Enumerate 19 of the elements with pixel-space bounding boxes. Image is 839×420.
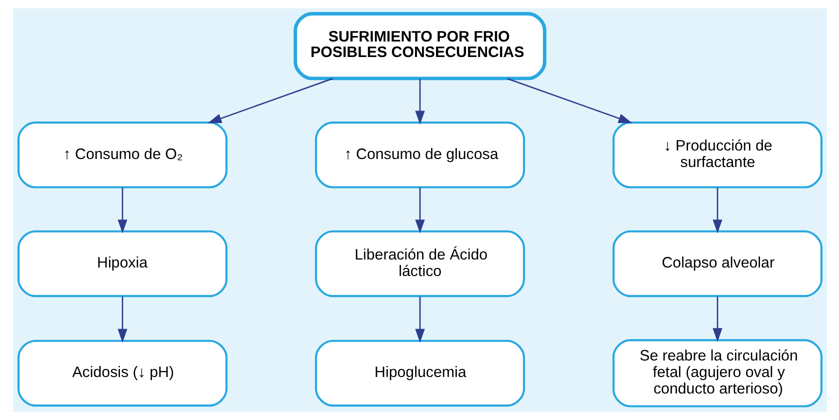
arrow xyxy=(117,296,127,343)
arrow xyxy=(506,78,632,124)
arrow xyxy=(712,188,722,234)
arrow xyxy=(414,78,424,125)
node-box: SUFRIMIENTO POR FRIO POSIBLES CONSECUENCIAS xyxy=(293,12,546,80)
node-box: Hipoxia xyxy=(16,230,228,298)
arrow xyxy=(207,78,332,124)
arrow xyxy=(414,296,424,343)
node-box: Colapso alveolar xyxy=(612,230,822,298)
arrow xyxy=(117,188,127,234)
node-box: ↑ Consumo de glucosa xyxy=(314,122,525,188)
node-box: ↑ Consumo de O₂ xyxy=(16,122,228,188)
arrow xyxy=(712,296,722,342)
arrow xyxy=(414,188,424,234)
node-box: Hipoglucemia xyxy=(314,340,525,407)
node-box: Liberación de Ácido láctico xyxy=(314,230,525,298)
node-box: Se reabre la circulación fetal (agujero oval y conducto arterioso) xyxy=(612,339,822,408)
node-box: Acidosis (↓ pH) xyxy=(16,340,228,407)
node-box: ↓ Producción de surfactante xyxy=(612,122,822,188)
